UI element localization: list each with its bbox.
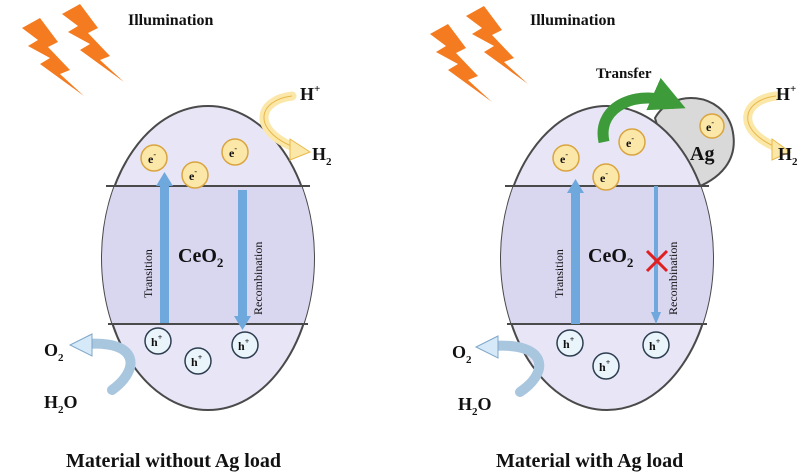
hole: h+ bbox=[144, 327, 172, 355]
h2-label: H2 bbox=[312, 144, 332, 168]
panel-caption: Material without Ag load bbox=[66, 450, 281, 472]
band-gap-region bbox=[501, 186, 713, 324]
illumination-label: Illumination bbox=[128, 12, 213, 29]
reduction-arrow-head bbox=[771, 138, 791, 161]
oxidation-arrow bbox=[487, 340, 545, 397]
o2-label: O2 bbox=[452, 342, 472, 366]
recombination-arrow bbox=[238, 190, 247, 318]
svg-text:h+: h+ bbox=[238, 337, 250, 353]
transition-arrow bbox=[571, 190, 580, 324]
svg-text:e-: e- bbox=[189, 167, 197, 183]
ceo2-label: CeO2 bbox=[588, 245, 633, 270]
oxidation-arrow-head bbox=[474, 335, 499, 359]
electron: e- bbox=[592, 163, 620, 191]
hole: h+ bbox=[184, 347, 212, 375]
h2o-label: H2O bbox=[44, 392, 78, 416]
reduction-arrow-outline bbox=[747, 95, 779, 149]
panel-with-ag: Illumination Ag e- Transfer Transition R… bbox=[430, 6, 798, 472]
reduction-arrow-head bbox=[289, 138, 312, 161]
lightning-bolt-icon bbox=[430, 24, 492, 102]
panel-caption: Material with Ag load bbox=[496, 450, 683, 472]
svg-text:h+: h+ bbox=[191, 353, 203, 369]
svg-text:e-: e- bbox=[706, 118, 714, 134]
recombination-arrow bbox=[654, 186, 658, 314]
lightning-bolt-icon bbox=[22, 18, 84, 96]
svg-text:e-: e- bbox=[626, 134, 634, 150]
electron: e- bbox=[140, 144, 168, 172]
ag-label: Ag bbox=[690, 143, 714, 165]
ceo2-label: CeO2 bbox=[178, 245, 223, 270]
svg-text:h+: h+ bbox=[563, 335, 575, 351]
hole: h+ bbox=[231, 331, 259, 359]
svg-text:e-: e- bbox=[600, 169, 608, 185]
svg-text:h+: h+ bbox=[649, 337, 661, 353]
transition-label: Transition bbox=[141, 249, 155, 298]
band-gap-region bbox=[102, 186, 314, 324]
svg-text:e-: e- bbox=[148, 150, 156, 166]
transition-arrow-head bbox=[567, 179, 584, 193]
transition-arrow bbox=[160, 183, 169, 323]
h-plus-label: H+ bbox=[776, 83, 796, 104]
electron: e- bbox=[181, 161, 209, 189]
transition-arrow-head bbox=[156, 172, 173, 186]
h2-label: H2 bbox=[778, 144, 798, 168]
recombination-arrow-head bbox=[651, 312, 661, 324]
svg-text:h+: h+ bbox=[599, 358, 611, 374]
h2o-label: H2O bbox=[458, 394, 492, 418]
blocked-recombination-cross-icon bbox=[645, 249, 669, 273]
svg-text:h+: h+ bbox=[151, 333, 163, 349]
electron: e- bbox=[552, 144, 580, 172]
lightning-bolt-icon bbox=[62, 4, 124, 82]
svg-text:e-: e- bbox=[560, 150, 568, 166]
oxidation-arrow bbox=[81, 338, 136, 395]
transfer-arrow bbox=[597, 77, 686, 144]
transition-label: Transition bbox=[552, 249, 566, 298]
hole: h+ bbox=[592, 352, 620, 380]
illumination-label: Illumination bbox=[530, 12, 615, 29]
panel-without-ag: Illumination Transition Recombination Ce… bbox=[22, 4, 332, 472]
lightning-bolt-icon bbox=[466, 6, 528, 84]
electron: e- bbox=[618, 128, 646, 156]
recombination-arrow-head bbox=[234, 316, 251, 330]
recombination-label: Recombination bbox=[666, 242, 680, 315]
transfer-label: Transfer bbox=[596, 66, 652, 82]
hole: h+ bbox=[556, 329, 584, 357]
oxidation-arrow-head bbox=[68, 333, 93, 357]
recombination-label: Recombination bbox=[251, 242, 265, 315]
svg-text:e-: e- bbox=[229, 144, 237, 160]
electron: e- bbox=[699, 113, 725, 139]
h-plus-label: H+ bbox=[300, 83, 320, 104]
electron: e- bbox=[221, 138, 249, 166]
reduction-arrow-outline bbox=[263, 95, 297, 149]
hole: h+ bbox=[642, 331, 670, 359]
o2-label: O2 bbox=[44, 340, 64, 364]
